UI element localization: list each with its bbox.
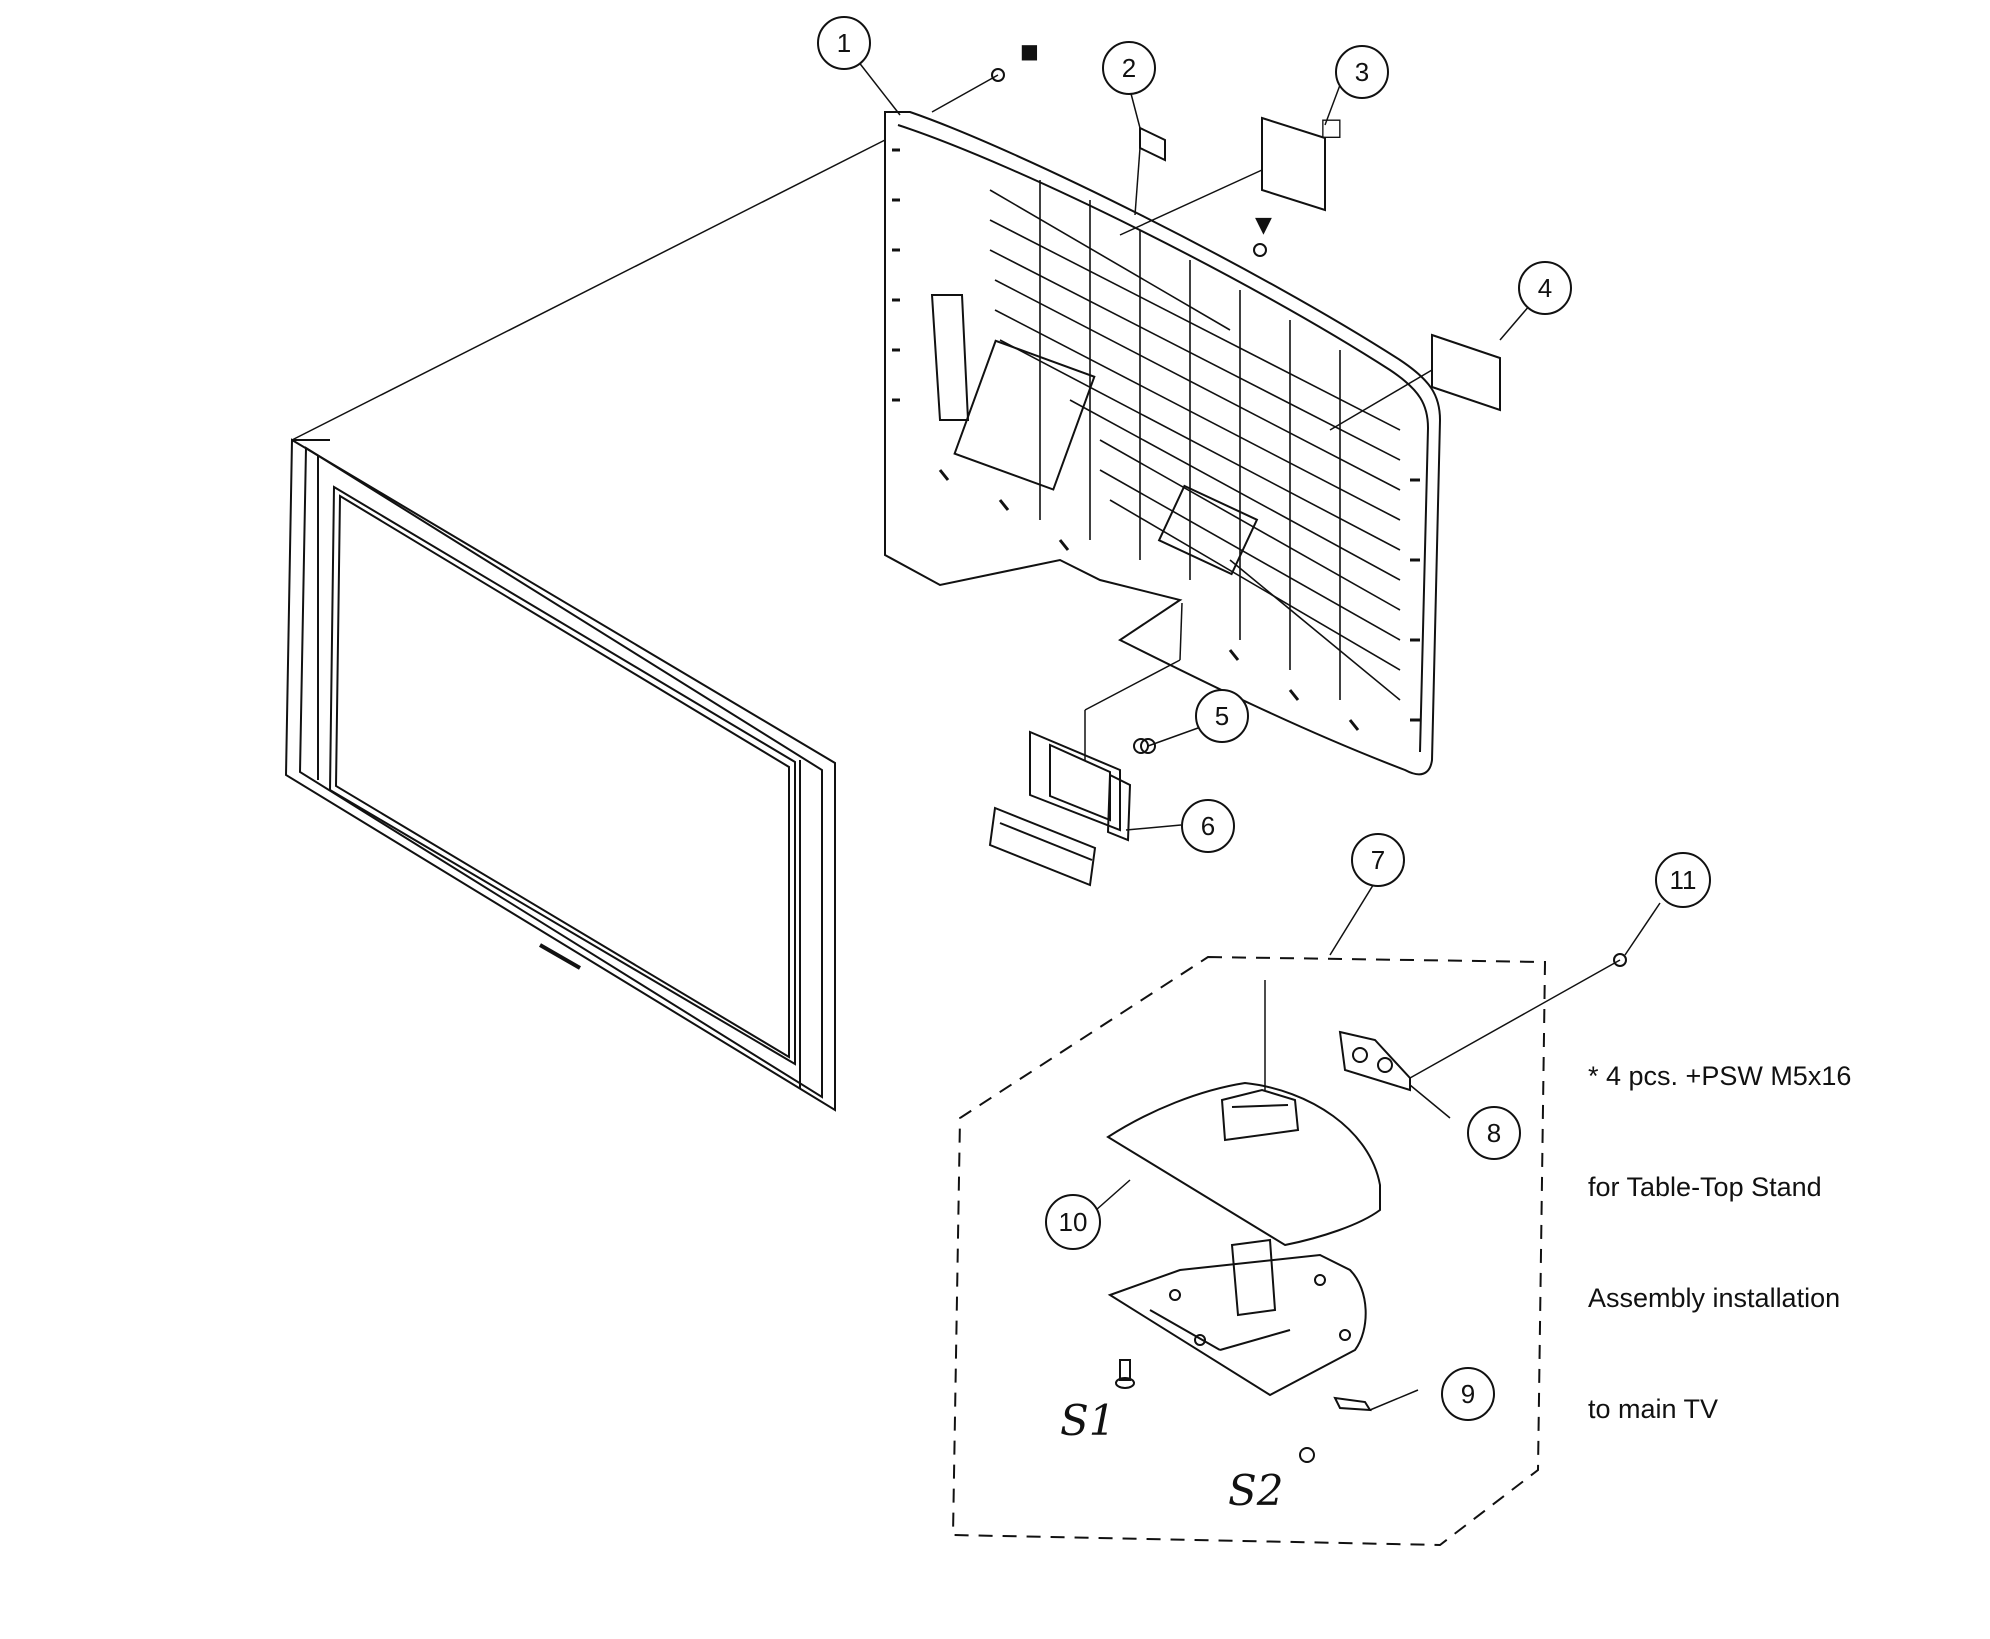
note-line-2: for Table-Top Stand (1588, 1172, 1822, 1202)
svg-text:5: 5 (1215, 701, 1229, 731)
bracket-8 (1338, 1030, 1411, 1092)
stand-base (1107, 1238, 1367, 1397)
screw-icon (991, 68, 1267, 754)
label-sheet-4 (1431, 333, 1501, 412)
stand-assembly-dashed-outline (951, 955, 1547, 1547)
bezel-leader-line (291, 139, 886, 441)
open-square-symbol: □ (1320, 113, 1343, 141)
svg-text:3: 3 (1355, 57, 1369, 87)
callout-7: 7 (1351, 833, 1405, 887)
svg-text:11: 11 (1670, 865, 1697, 895)
svg-text:2: 2 (1122, 53, 1136, 83)
screw-icon (1115, 953, 1627, 1463)
note-line-4: to main TV (1588, 1394, 1719, 1424)
svg-text:1: 1 (837, 28, 851, 58)
svg-text:10: 10 (1059, 1207, 1088, 1237)
callout-10: 10 (1045, 1194, 1101, 1250)
bracket-2 (1139, 126, 1166, 162)
note-line-3: Assembly installation (1588, 1283, 1841, 1313)
label-sheet-3 (1261, 116, 1326, 212)
callout-5: 5 (1195, 689, 1249, 743)
svg-text:8: 8 (1487, 1118, 1501, 1148)
callout-3: 3 (1335, 45, 1389, 99)
stand-cover-10 (1106, 1081, 1381, 1247)
callout-11: 11 (1655, 852, 1711, 908)
callout-6: 6 (1181, 799, 1235, 853)
installation-note: * 4 pcs. +PSW M5x16 for Table-Top Stand … (1588, 984, 1851, 1465)
svg-text:7: 7 (1371, 845, 1385, 875)
callout-9: 9 (1441, 1367, 1495, 1421)
svg-text:4: 4 (1538, 273, 1552, 303)
front-bezel (284, 438, 836, 1112)
stand-plate-9 (1333, 1396, 1372, 1412)
screw-icon (1140, 738, 1156, 754)
leader-lines (853, 55, 1661, 1411)
filled-square-symbol: ■ (1020, 39, 1039, 63)
callout-1: 1 (817, 16, 871, 70)
terminal-bracket-6 (988, 730, 1132, 887)
callout-8: 8 (1467, 1106, 1521, 1160)
svg-text:9: 9 (1461, 1379, 1475, 1409)
callout-2: 2 (1102, 41, 1156, 95)
handwritten-s2-label: S2 (1228, 1466, 1284, 1515)
note-line-1: * 4 pcs. +PSW M5x16 (1588, 1061, 1852, 1091)
stand-neck-top (1220, 1088, 1300, 1142)
svg-text:6: 6 (1201, 811, 1215, 841)
down-triangle-symbol: ▼ (1255, 213, 1272, 238)
rear-cover (884, 111, 1442, 776)
callout-4: 4 (1518, 261, 1572, 315)
handwritten-s1-label: S1 (1060, 1396, 1116, 1445)
